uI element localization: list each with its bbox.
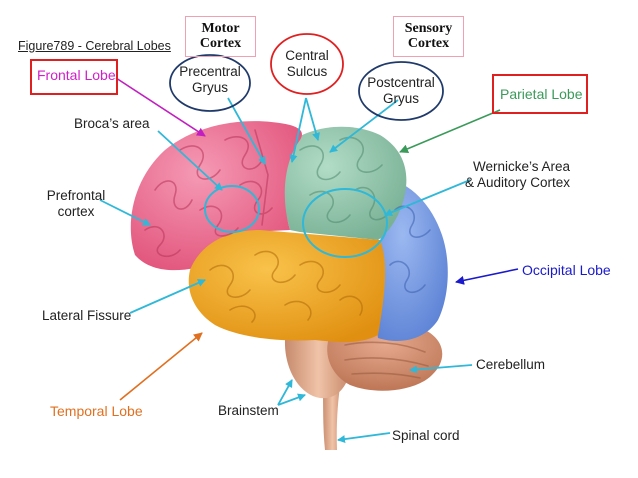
frontal-lobe-arrow	[115, 77, 206, 137]
sensory-cortex-box	[393, 16, 464, 57]
pointer-lines	[99, 97, 473, 444]
frontal-lobe-label: Frontal Lobe	[37, 67, 116, 83]
precentral-gyrus-oval	[169, 54, 251, 112]
central-sulcus-label: Central Sulcus	[277, 48, 337, 79]
temporal-lobe-shape	[188, 230, 386, 343]
prefrontal-cortex-line1: Prefrontal	[46, 188, 106, 203]
cerebellum-label: Cerebellum	[476, 357, 546, 372]
postcentral-gyrus-oval	[358, 61, 444, 121]
parietal-lobe-box	[492, 74, 588, 114]
parietal-lobe-arrow	[399, 109, 501, 154]
central-sulcus-oval	[270, 33, 344, 95]
occipital-lobe-arrow	[455, 268, 519, 285]
brocas-area-circle	[204, 185, 260, 233]
parietal-lobe-shape	[275, 126, 407, 240]
motor-cortex-label: Motor Cortex	[199, 21, 242, 52]
postcentral-gyrus-line2: Gryus	[382, 90, 419, 106]
prefrontal-cortex-label: Prefrontal cortex	[38, 188, 114, 219]
spinal-cord-label: Spinal cord	[392, 428, 460, 443]
wernickes-area-circle	[302, 188, 388, 258]
temporal-lobe-arrow	[119, 332, 203, 401]
prefrontal-cortex-line2: cortex	[57, 203, 95, 219]
occipital-lobe-label: Occipital Lobe	[522, 262, 611, 278]
frontal-lobe-box	[30, 59, 118, 95]
motor-cortex-box	[185, 16, 256, 57]
central-sulcus-line2: Sulcus	[286, 63, 328, 79]
central-sulcus-line1: Central	[285, 48, 329, 63]
precentral-gyrus-line1: Precentral	[179, 64, 241, 79]
precentral-gyrus-line2: Gryus	[191, 79, 228, 95]
parietal-lobe-label: Parietal Lobe	[500, 86, 583, 102]
sensory-cortex-label: Sensory Cortex	[404, 21, 453, 52]
postcentral-gyrus-label: Postcentral Gryus	[360, 75, 442, 106]
precentral-gyrus-label: Precentral Gryus	[172, 64, 248, 95]
wernickes-area-label: Wernicke’s Area & Auditory Cortex	[465, 159, 570, 190]
gyri-texture	[144, 129, 431, 379]
temporal-lobe-label: Temporal Lobe	[50, 403, 143, 419]
wernickes-area-line1: Wernicke’s Area	[473, 159, 571, 174]
brainstem-label: Brainstem	[218, 403, 279, 418]
brocas-area-label: Broca’s area	[74, 116, 150, 131]
lateral-fissure-label: Lateral Fissure	[42, 308, 132, 323]
diagram-title: Figure789 - Cerebral Lobes	[18, 39, 171, 53]
postcentral-gyrus-line1: Postcentral	[367, 75, 435, 90]
wernickes-area-line2: & Auditory Cortex	[465, 174, 571, 190]
